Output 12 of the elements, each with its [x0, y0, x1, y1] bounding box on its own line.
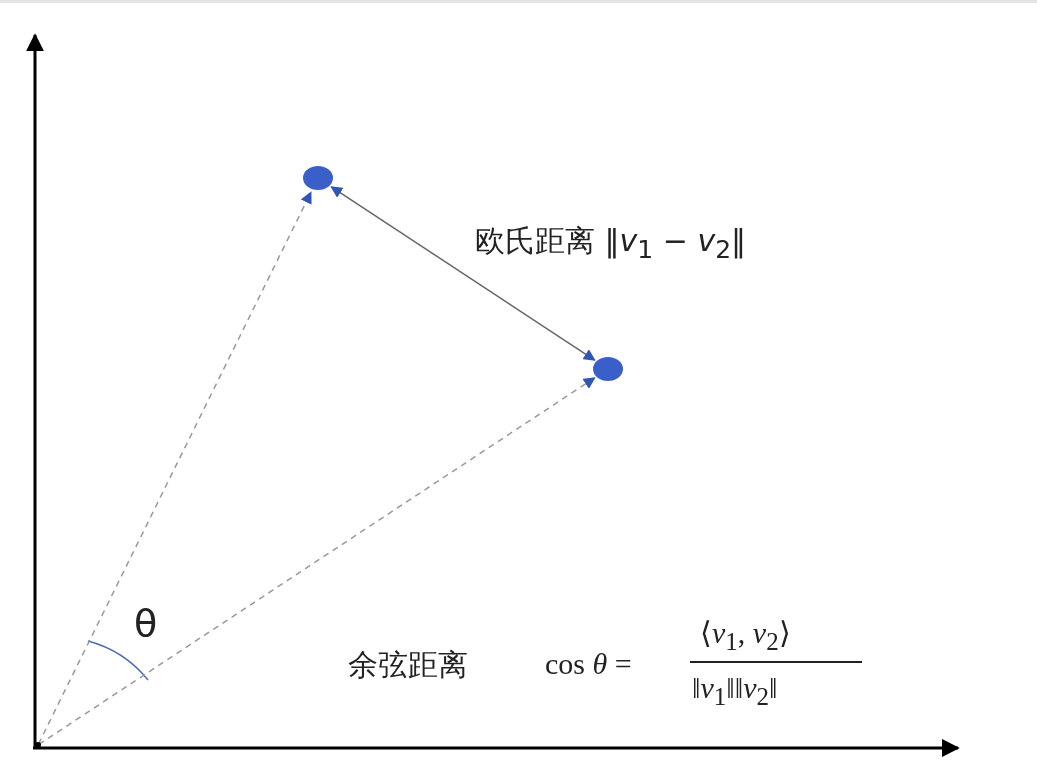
formula-text: 余弦距离: [348, 646, 468, 684]
formula-text: 欧氏距离 ‖v$_{1}$ − v$_{2}$‖: [475, 222, 747, 264]
origin-point: [35, 742, 41, 748]
formula-text: ⟨v$_{1}$, v$_{2}$⟩: [700, 615, 791, 656]
point-marker: [303, 166, 333, 190]
dashed-arrow: [38, 377, 596, 746]
dashed-arrow: [37, 191, 312, 745]
formula-text: ‖v$_{1}$‖‖v$_{2}$‖: [692, 671, 778, 711]
angle-label: θ: [134, 601, 158, 645]
point-marker: [593, 357, 623, 381]
formula-text: cos θ =: [545, 647, 632, 681]
double-arrow: [330, 186, 596, 361]
